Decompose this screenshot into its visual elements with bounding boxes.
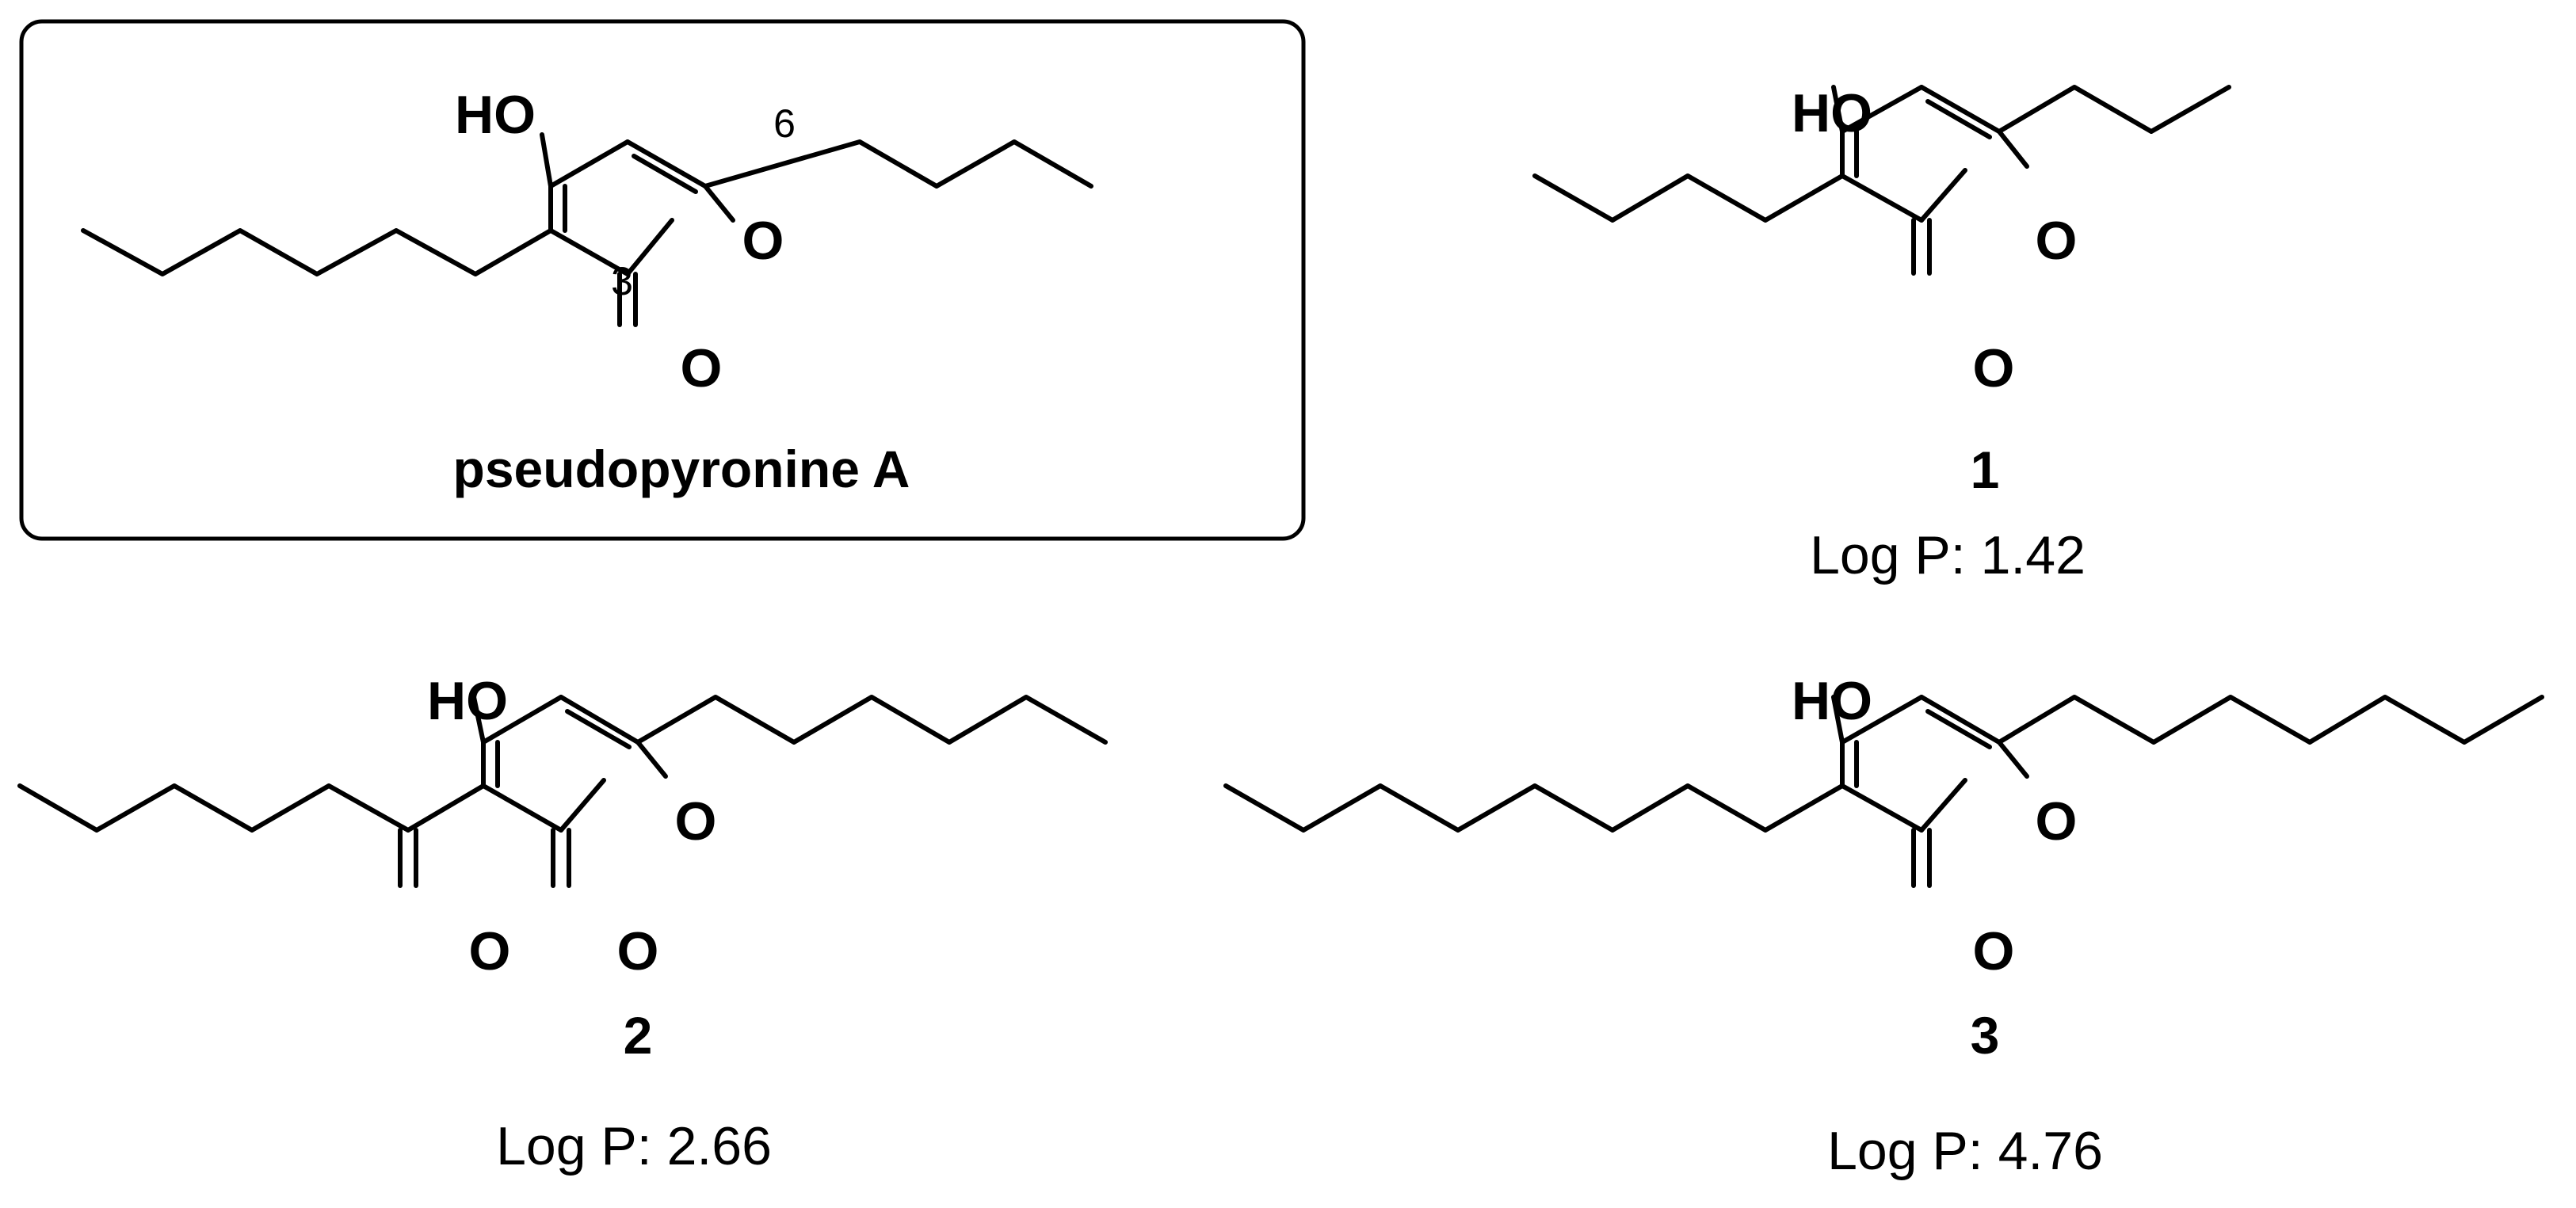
compound-2-hydroxyl-label: HO — [427, 671, 508, 731]
compound-name: pseudopyronine A — [453, 440, 910, 498]
compound-1: HO O O 1 Log P: 1.42 — [1532, 83, 2231, 585]
compound-2-acyl-oxygen-label: O — [469, 921, 511, 981]
compound-2: HO O O O 2 Log P: 2.66 — [17, 671, 1108, 1176]
pseudopyronine-a-ring-oxygen-label: O — [742, 211, 784, 271]
compound-1-carbonyl-oxygen-label: O — [1973, 338, 2015, 398]
compound-1-label: 1 — [1971, 440, 2000, 499]
compound-1-hydroxyl-label: HO — [1792, 83, 1872, 143]
compound-2-ring-oxygen-label: O — [675, 791, 717, 852]
compound-pseudopyronine-a: HO O O 6 3 pseudopyronine A — [19, 19, 1306, 541]
compound-2-carbonyl-oxygen-label: O — [617, 921, 659, 981]
position-label-c6: 6 — [773, 101, 796, 146]
compound-3-hydroxyl-label: HO — [1792, 671, 1872, 731]
compound-2-logp: Log P: 2.66 — [496, 1116, 772, 1176]
compound-1-ring-oxygen-label: O — [2036, 211, 2078, 271]
compound-3-label: 3 — [1971, 1006, 2000, 1065]
compound-1-logp: Log P: 1.42 — [1810, 525, 2086, 585]
pseudopyronine-a-hydroxyl-label: HO — [455, 85, 536, 145]
pseudopyronine-a-carbonyl-oxygen-label: O — [681, 338, 723, 398]
compound-2-bonds — [17, 695, 1108, 888]
compound-3-logp: Log P: 4.76 — [1827, 1121, 2103, 1181]
compound-2-label: 2 — [624, 1006, 653, 1065]
compound-1-bonds — [1532, 85, 2231, 276]
compound-3-ring-oxygen-label: O — [2036, 791, 2078, 852]
compound-3: HO O O 3 Log P: 4.76 — [1223, 671, 2544, 1181]
highlight-frame — [19, 19, 1306, 541]
position-label-c3: 3 — [611, 259, 633, 303]
compound-3-carbonyl-oxygen-label: O — [1973, 921, 2015, 981]
pseudopyronine-a-bonds — [81, 132, 1093, 327]
compound-3-bonds — [1223, 695, 2544, 888]
